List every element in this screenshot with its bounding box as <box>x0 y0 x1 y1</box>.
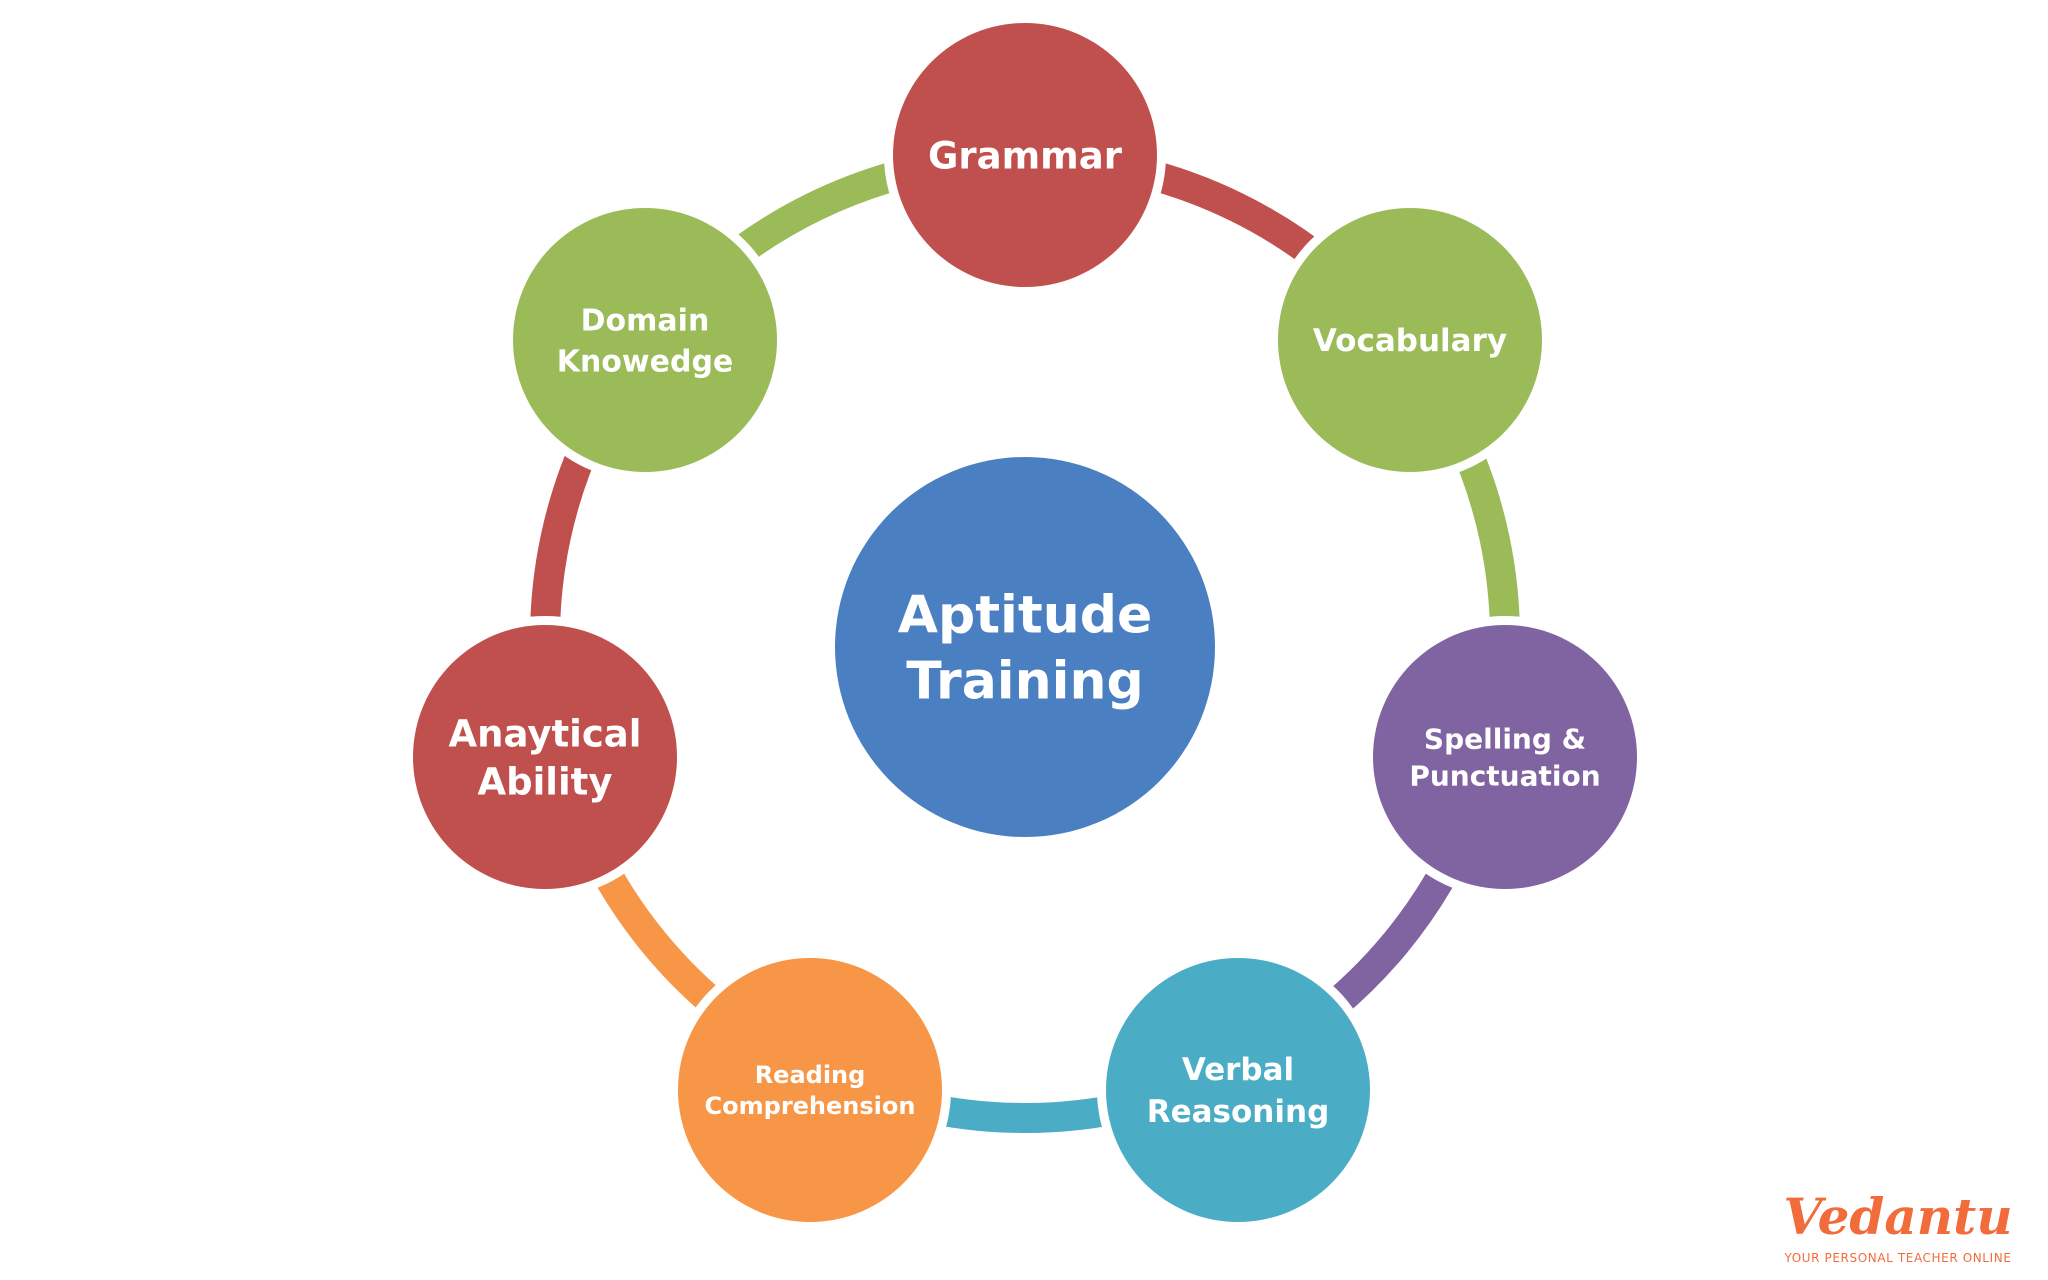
node-vocabulary-circle <box>1278 208 1542 472</box>
node-verbal-label: Verbal <box>1182 1052 1294 1088</box>
node-verbal-circle <box>1106 958 1370 1222</box>
center-node-aptitude-training-label: Training <box>906 652 1143 712</box>
node-grammar-label: Grammar <box>928 134 1123 177</box>
node-analytical-circle <box>413 625 677 889</box>
node-spelling-circle <box>1373 625 1637 889</box>
center-node-aptitude-training-label: Aptitude <box>898 586 1153 646</box>
vedantu-tagline: YOUR PERSONAL TEACHER ONLINE <box>1783 1251 2011 1265</box>
vedantu-watermark: Vedantu YOUR PERSONAL TEACHER ONLINE <box>1783 1187 2012 1265</box>
node-reading-label: Reading <box>755 1061 866 1089</box>
node-domain-circle <box>513 208 777 472</box>
node-vocabulary-label: Vocabulary <box>1313 323 1507 359</box>
node-reading-label: Comprehension <box>705 1092 916 1120</box>
node-spelling: Spelling & Punctuation <box>1364 616 1646 898</box>
node-vocabulary: Vocabulary <box>1269 199 1551 481</box>
node-domain-label: Domain <box>581 303 710 338</box>
node-analytical-label: Anaytical <box>449 712 642 755</box>
node-grammar-circle <box>893 23 1157 287</box>
vedantu-logo: Vedantu <box>1783 1187 2012 1246</box>
node-spelling-label: Spelling & <box>1424 723 1586 756</box>
node-domain-label: Knowedge <box>557 344 734 379</box>
node-analytical-label: Ability <box>478 760 613 803</box>
node-grammar: Grammar <box>884 14 1166 296</box>
node-verbal-label: Reasoning <box>1147 1094 1330 1130</box>
center-node-aptitude-training-circle <box>835 457 1215 837</box>
node-spelling-label: Punctuation <box>1409 760 1600 793</box>
node-reading-circle <box>678 958 942 1222</box>
